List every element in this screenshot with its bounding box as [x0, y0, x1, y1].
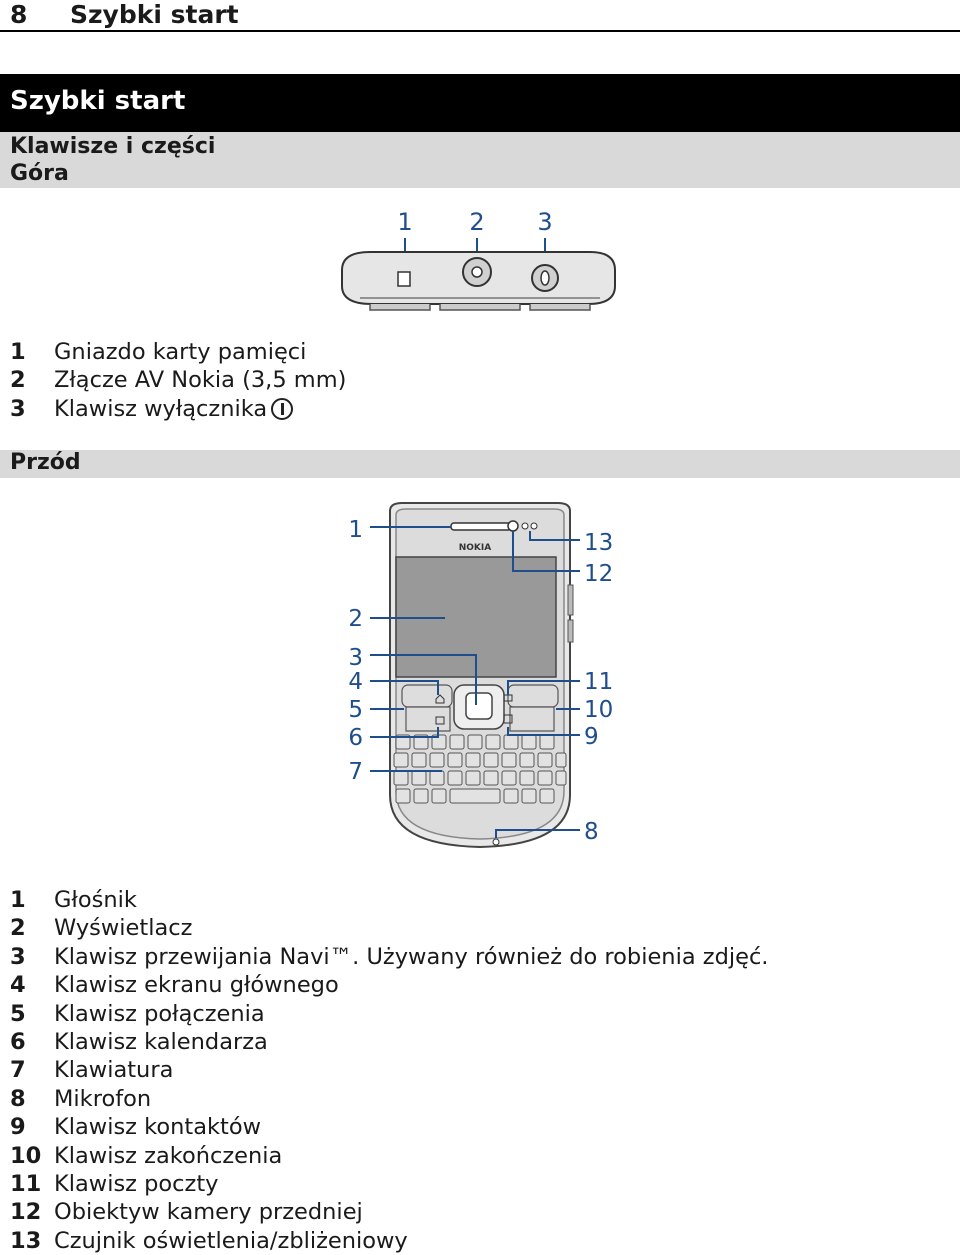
- front-callout-7: 7: [348, 759, 363, 785]
- front-camera-lens: [507, 520, 519, 532]
- end-key: [507, 684, 559, 708]
- microphone: [492, 838, 500, 846]
- front-view-label: Przód: [10, 450, 81, 475]
- subsection-title: Klawisze i części: [10, 134, 216, 159]
- calendar-icon: [435, 716, 445, 725]
- keyboard: [393, 734, 567, 804]
- section-title-bar: Szybki start: [0, 74, 960, 132]
- call-key: [401, 684, 453, 708]
- subsection-bar: Klawisze i części Góra: [0, 132, 960, 188]
- front-callout-2: 2: [348, 606, 363, 632]
- section-title: Szybki start: [10, 86, 186, 116]
- top-view-label: Góra: [10, 161, 69, 186]
- memory-card-slot: [397, 271, 411, 287]
- front-callout-10: 10: [584, 697, 613, 723]
- front-callout-13: 13: [584, 530, 613, 556]
- top-callout-3: 3: [537, 208, 552, 236]
- front-callout-1: 1: [348, 517, 363, 543]
- top-callout-2: 2: [469, 208, 484, 236]
- front-callout-3: 3: [348, 645, 363, 671]
- front-view-figure: NOKIA 1 2 3 4 5 6: [348, 502, 613, 849]
- brand-logo: NOKIA: [459, 543, 492, 553]
- power-icon: [271, 398, 294, 421]
- page-number: 8: [10, 0, 28, 29]
- front-callout-8: 8: [584, 819, 599, 845]
- front-view-bar: Przód: [0, 450, 960, 478]
- front-callout-5: 5: [348, 697, 363, 723]
- front-callout-6: 6: [348, 725, 363, 751]
- contacts-icon: [503, 714, 513, 724]
- top-view-figure: 1 2 3: [341, 208, 616, 311]
- top-callout-1: 1: [397, 208, 412, 236]
- running-header: 8 Szybki start: [0, 0, 960, 32]
- front-callout-11: 11: [584, 669, 613, 695]
- home-icon: [435, 694, 445, 704]
- front-callout-12: 12: [584, 561, 613, 587]
- front-callout-9: 9: [584, 724, 599, 750]
- front-callout-4: 4: [348, 669, 363, 695]
- running-title: Szybki start: [70, 0, 239, 29]
- speaker-grille: [450, 522, 512, 531]
